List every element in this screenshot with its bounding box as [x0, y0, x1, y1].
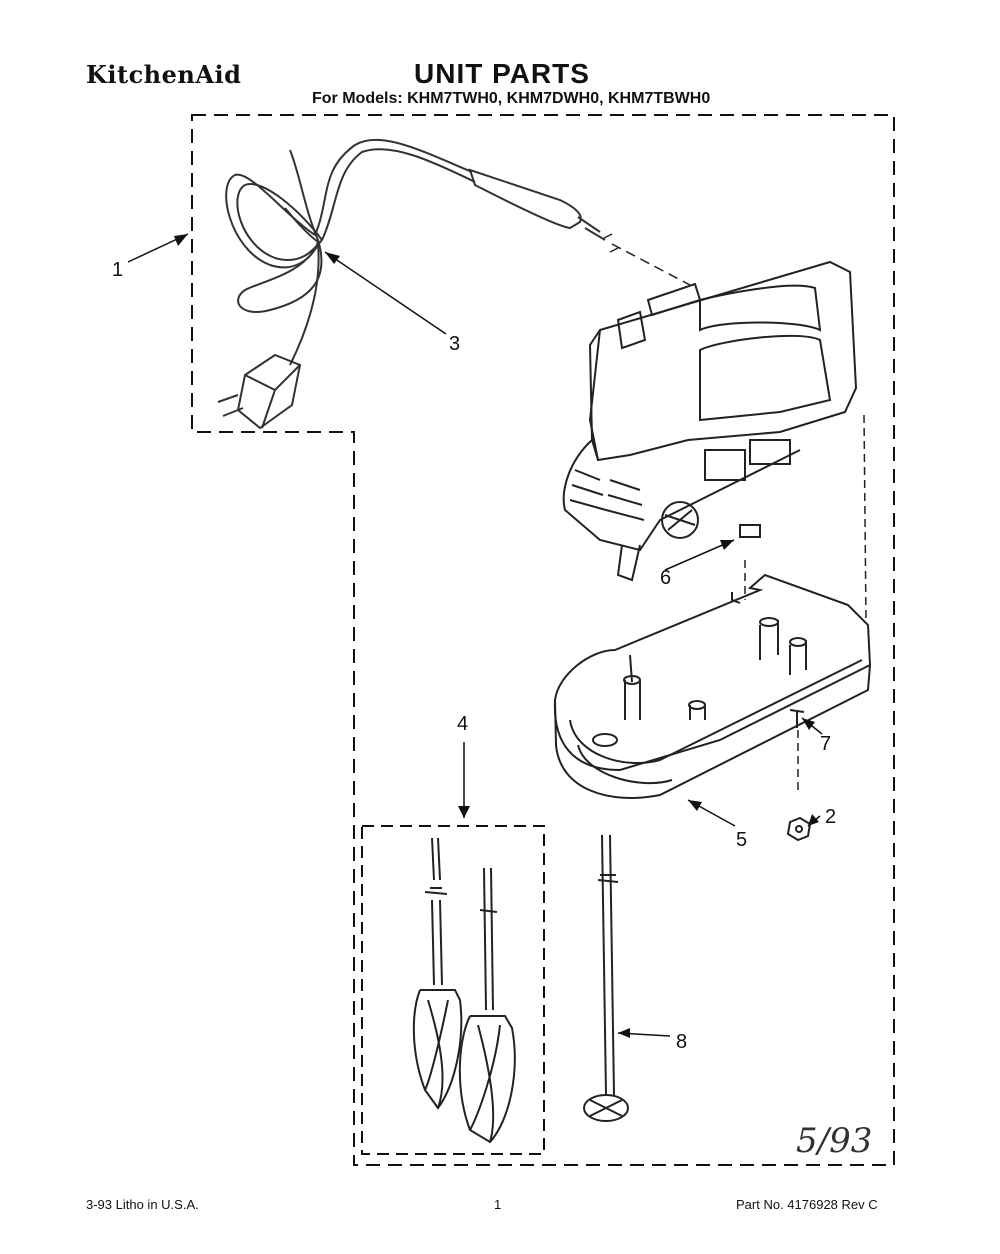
callout-1: 1: [112, 259, 123, 281]
callout-5: 5: [736, 829, 747, 851]
page-title: UNIT PARTS: [414, 58, 590, 89]
shaft-part: [583, 834, 629, 1122]
callout-7: 7: [820, 733, 831, 755]
gear-housing: [553, 573, 872, 799]
footer-litho: 3-93 Litho in U.S.A.: [86, 1197, 199, 1212]
assembly-boundary: [191, 114, 895, 1166]
callout-3: 3: [449, 333, 460, 355]
power-cord: [217, 138, 606, 430]
mixer-body: [562, 260, 858, 582]
callout-2: 2: [825, 806, 836, 828]
brand-logo: KitchenAid: [86, 60, 242, 89]
date-annotation: 5/93: [796, 1121, 872, 1161]
callout-4: 4: [457, 713, 468, 735]
beaters-box: [361, 825, 545, 1155]
models-subtitle: For Models: KHM7TWH0, KHM7DWH0, KHM7TBWH…: [312, 90, 711, 107]
footer-part-number: Part No. 4176928 Rev C: [736, 1197, 878, 1212]
footer-page-number: 1: [494, 1197, 502, 1212]
callout-8: 8: [676, 1031, 687, 1053]
beaters: [412, 837, 516, 1144]
callout-6: 6: [660, 567, 671, 589]
clip-part: [739, 524, 761, 538]
screw-and-nut: [786, 709, 812, 842]
